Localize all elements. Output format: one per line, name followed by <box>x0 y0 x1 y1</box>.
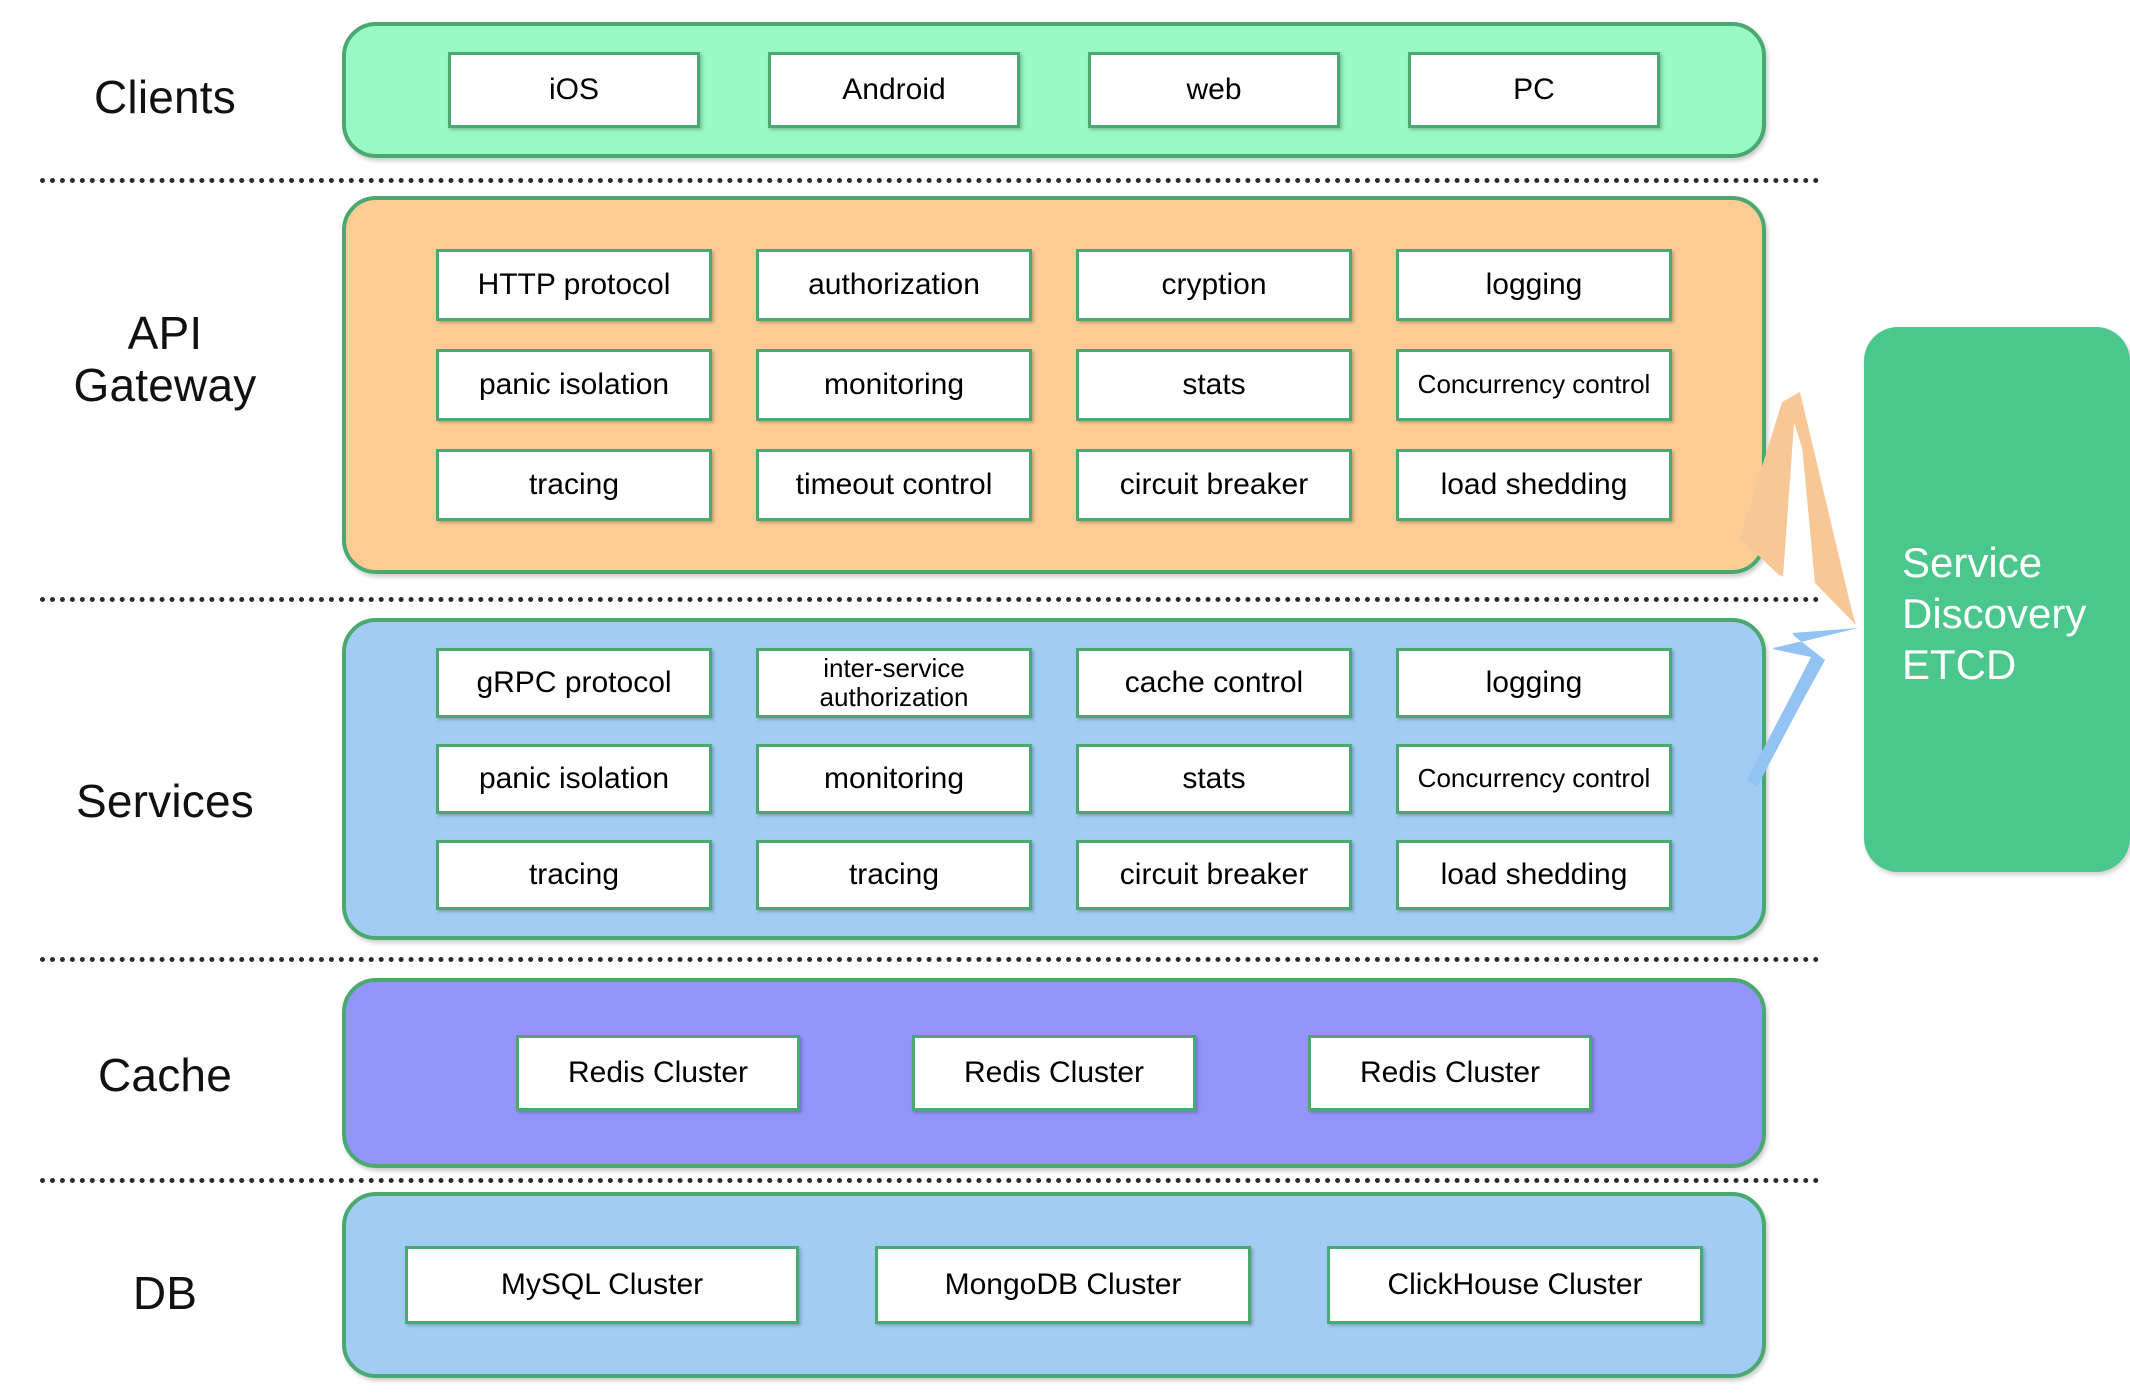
service-discovery-label: Service Discovery ETCD <box>1902 537 2120 691</box>
tile-pc[interactable]: PC <box>1408 52 1660 128</box>
layer-separator-1 <box>40 178 1820 183</box>
layer-label-api-gateway: API Gateway <box>0 307 330 411</box>
layer-separator-2 <box>40 597 1820 602</box>
tile-android[interactable]: Android <box>768 52 1020 128</box>
tile-monitoring[interactable]: monitoring <box>756 744 1032 814</box>
layer-separator-3 <box>40 957 1820 962</box>
tile-load-shedding[interactable]: load shedding <box>1396 840 1672 910</box>
tile-monitoring[interactable]: monitoring <box>756 349 1032 421</box>
service-discovery-line2: Discovery <box>1902 590 2087 638</box>
tile-tracing[interactable]: tracing <box>436 449 712 521</box>
layer-band-cache: Redis Cluster Redis Cluster Redis Cluste… <box>342 978 1766 1168</box>
tile-row: HTTP protocol authorization cryption log… <box>346 249 1762 321</box>
tile-concurrency-control[interactable]: Concurrency control <box>1396 349 1672 421</box>
tile-stats[interactable]: stats <box>1076 349 1352 421</box>
tile-mysql-cluster[interactable]: MySQL Cluster <box>405 1246 799 1324</box>
tile-timeout-control[interactable]: timeout control <box>756 449 1032 521</box>
layer-band-api-gateway: HTTP protocol authorization cryption log… <box>342 196 1766 574</box>
tile-logging[interactable]: logging <box>1396 648 1672 718</box>
tile-tracing-2[interactable]: tracing <box>756 840 1032 910</box>
tile-inter-service-authorization[interactable]: inter-service authorization <box>756 648 1032 718</box>
tile-concurrency-control[interactable]: Concurrency control <box>1396 744 1672 814</box>
tile-circuit-breaker[interactable]: circuit breaker <box>1076 449 1352 521</box>
tile-row: tracing timeout control circuit breaker … <box>346 449 1762 521</box>
tile-row: panic isolation monitoring stats Concurr… <box>346 744 1762 814</box>
tile-panic-isolation[interactable]: panic isolation <box>436 349 712 421</box>
tile-logging[interactable]: logging <box>1396 249 1672 321</box>
tile-cache-control[interactable]: cache control <box>1076 648 1352 718</box>
tile-load-shedding[interactable]: load shedding <box>1396 449 1672 521</box>
service-discovery-panel[interactable]: Service Discovery ETCD <box>1864 327 2130 872</box>
tile-ios[interactable]: iOS <box>448 52 700 128</box>
layer-label-api-gateway-line1: API <box>127 307 203 359</box>
tile-mongodb-cluster[interactable]: MongoDB Cluster <box>875 1246 1251 1324</box>
tile-redis-cluster-3[interactable]: Redis Cluster <box>1308 1035 1592 1111</box>
tile-row: iOS Android web PC <box>346 52 1762 128</box>
tile-grpc-protocol[interactable]: gRPC protocol <box>436 648 712 718</box>
tile-tracing-1[interactable]: tracing <box>436 840 712 910</box>
tile-authorization[interactable]: authorization <box>756 249 1032 321</box>
service-discovery-line1: Service <box>1902 539 2043 586</box>
service-discovery-line3: ETCD <box>1902 641 2017 689</box>
tile-http-protocol[interactable]: HTTP protocol <box>436 249 712 321</box>
tile-row: MySQL Cluster MongoDB Cluster ClickHouse… <box>346 1246 1762 1324</box>
layer-label-db: DB <box>132 1267 198 1319</box>
tile-redis-cluster-1[interactable]: Redis Cluster <box>516 1035 800 1111</box>
layer-band-clients: iOS Android web PC <box>342 22 1766 158</box>
tile-circuit-breaker[interactable]: circuit breaker <box>1076 840 1352 910</box>
tile-redis-cluster-2[interactable]: Redis Cluster <box>912 1035 1196 1111</box>
tile-stats[interactable]: stats <box>1076 744 1352 814</box>
tile-web[interactable]: web <box>1088 52 1340 128</box>
layer-label-cache: Cache <box>98 1049 232 1101</box>
layer-label-clients: Clients <box>93 71 236 123</box>
layer-label-api-gateway-line2: Gateway <box>73 358 257 411</box>
layer-separator-4 <box>40 1178 1820 1183</box>
tile-row: panic isolation monitoring stats Concurr… <box>346 349 1762 421</box>
tile-panic-isolation[interactable]: panic isolation <box>436 744 712 814</box>
tile-row: tracing tracing circuit breaker load she… <box>346 840 1762 910</box>
tile-row: gRPC protocol inter-service authorizatio… <box>346 648 1762 718</box>
tile-cryption[interactable]: cryption <box>1076 249 1352 321</box>
layer-band-db: MySQL Cluster MongoDB Cluster ClickHouse… <box>342 1192 1766 1378</box>
tile-clickhouse-cluster[interactable]: ClickHouse Cluster <box>1327 1246 1703 1324</box>
layer-label-services: Services <box>76 775 254 827</box>
tile-row: Redis Cluster Redis Cluster Redis Cluste… <box>346 1035 1762 1111</box>
layer-band-services: gRPC protocol inter-service authorizatio… <box>342 618 1766 940</box>
